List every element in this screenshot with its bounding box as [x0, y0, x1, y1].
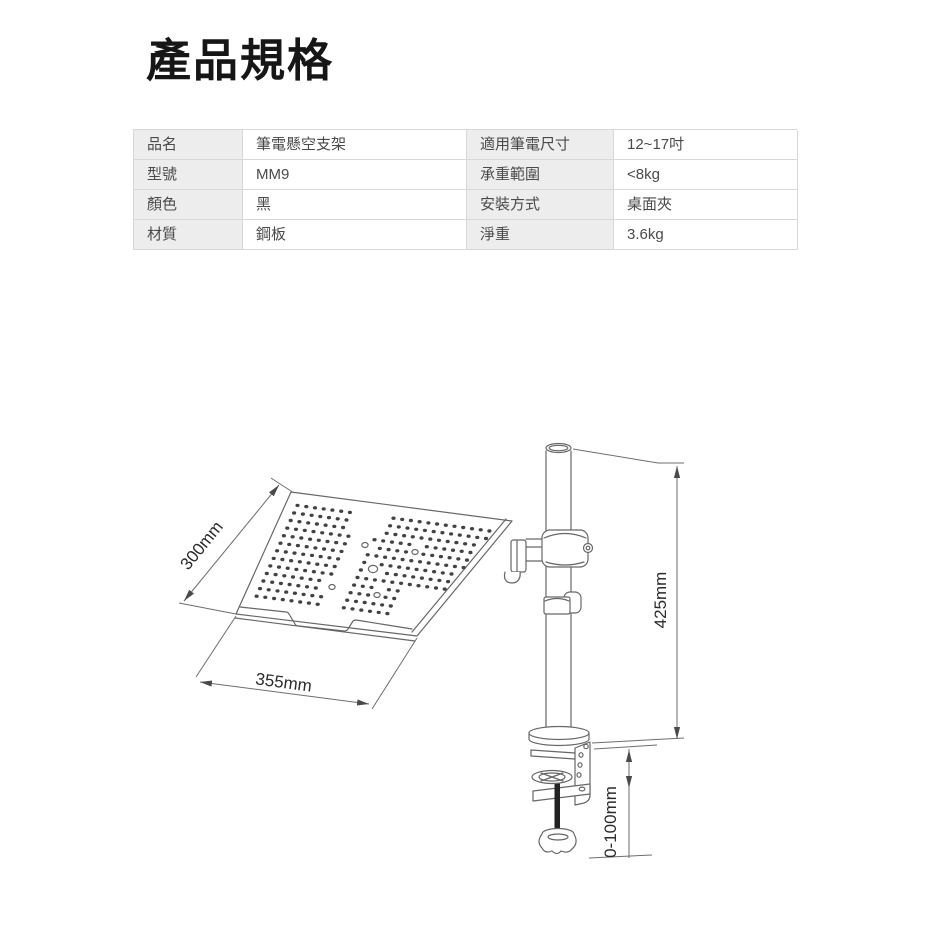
spec-label-weight: 淨重	[467, 220, 614, 250]
dimension-label-clamp-range: 0-100mm	[601, 786, 620, 858]
spec-label-name: 品名	[134, 130, 243, 160]
pole	[545, 442, 572, 729]
pole-collar-joint	[541, 529, 594, 568]
laptop-tray	[234, 491, 513, 642]
spec-label-load: 承重範圍	[467, 160, 614, 190]
spec-value-weight: 3.6kg	[614, 220, 798, 250]
tray-front-lip	[239, 606, 413, 632]
spec-value-load: <8kg	[614, 160, 798, 190]
clamp-knob	[538, 827, 577, 855]
page-title: 產品規格	[146, 35, 335, 86]
cable-clip-ring	[543, 591, 582, 615]
dimension-width	[195, 615, 418, 710]
spec-label-material: 材質	[134, 220, 243, 250]
dimension-height	[572, 448, 685, 744]
tray-vesa-holes	[328, 541, 419, 599]
support-arm	[503, 538, 553, 584]
dimension-clamp-range	[588, 744, 658, 859]
spec-value-name: 筆電懸空支架	[243, 130, 467, 160]
dimension-label-depth: 300mm	[177, 518, 227, 574]
clamp-jaw-pad	[531, 769, 573, 785]
spec-table: 品名 筆電懸空支架 適用筆電尺寸 12~17吋 型號 MM9 承重範圍 <8kg…	[133, 129, 798, 250]
desk-clamp	[528, 725, 591, 855]
spec-value-fit-size: 12~17吋	[614, 130, 798, 160]
spec-label-model: 型號	[134, 160, 243, 190]
spec-value-mount: 桌面夾	[614, 190, 798, 220]
spec-label-mount: 安裝方式	[467, 190, 614, 220]
dimension-depth	[178, 477, 295, 615]
spec-value-material: 鋼板	[243, 220, 467, 250]
dimension-label-height: 425mm	[651, 572, 670, 629]
clamp-screw-rod	[554, 779, 560, 836]
spec-value-model: MM9	[243, 160, 467, 190]
dimension-annotations	[178, 448, 685, 859]
spec-label-color: 顏色	[134, 190, 243, 220]
spec-value-color: 黑	[243, 190, 467, 220]
clamp-lower-arm	[532, 783, 591, 802]
dimension-label-width: 355mm	[254, 669, 313, 695]
spec-label-fit-size: 適用筆電尺寸	[467, 130, 614, 160]
